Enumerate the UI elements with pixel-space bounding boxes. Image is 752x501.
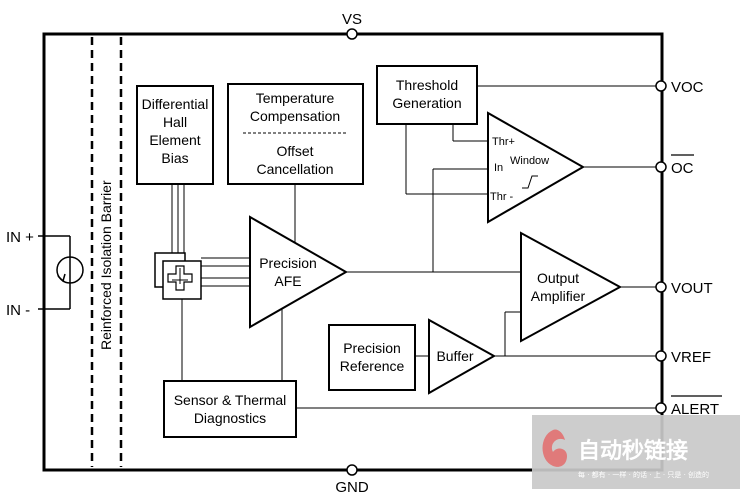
diagnostics-block	[163, 380, 297, 438]
temp-comp-line1: Temperature	[256, 90, 335, 106]
threshold-gen-block	[376, 65, 478, 125]
pin-oc-terminal	[655, 161, 667, 173]
diagnostics-line1: Sensor & Thermal	[174, 392, 287, 408]
pin-vs: VS	[342, 11, 362, 40]
input-conductor	[38, 235, 84, 310]
hall-bias-line2: Hall	[163, 114, 187, 130]
offset-cancel-line1: Offset	[276, 143, 313, 159]
pin-oc-label: OC	[671, 160, 694, 177]
pin-alert-terminal	[655, 402, 667, 414]
pin-in-plus-label: IN +	[6, 229, 34, 246]
pin-gnd-terminal	[346, 464, 358, 476]
pin-voc-terminal	[655, 80, 667, 92]
temp-comp-block	[227, 83, 364, 185]
pin-gnd-label: GND	[335, 479, 369, 496]
comparator-in: In	[494, 162, 503, 174]
hall-bias-line4: Bias	[161, 150, 188, 166]
pin-vs-terminal	[346, 28, 358, 40]
watermark-subtitle: 每 · 都有 · 一样 · 的话 · 上 · 只是 · 创造的	[578, 470, 709, 479]
pin-alert-label: ALERT	[671, 401, 719, 418]
signal-wiring	[171, 85, 656, 409]
barrier-label: Reinforced Isolation Barrier	[98, 180, 114, 350]
watermark-title: 自动秒链接	[578, 438, 688, 464]
comparator-thr-minus: Thr -	[490, 191, 514, 203]
current-loop-icon	[56, 256, 84, 284]
hall-bias-block	[136, 85, 214, 185]
pin-vout-label: VOUT	[671, 280, 713, 297]
threshold-gen-line1: Threshold	[396, 77, 458, 93]
pin-oc: OC	[655, 154, 694, 177]
precision-afe	[249, 215, 349, 329]
offset-cancel-line2: Cancellation	[256, 161, 333, 177]
hall-sensor-element	[154, 252, 202, 300]
pin-vout: VOUT	[655, 280, 713, 297]
hysteresis-icon	[522, 175, 538, 189]
pin-voc-label: VOC	[671, 79, 704, 96]
isolation-barrier: Reinforced Isolation Barrier	[90, 37, 123, 467]
precision-ref-block	[328, 324, 416, 391]
pin-alert: ALERT	[655, 395, 722, 418]
threshold-gen-line2: Generation	[392, 95, 461, 111]
pin-vref-terminal	[655, 350, 667, 362]
precision-ref-line2: Reference	[340, 358, 405, 374]
output-amp-line2: Amplifier	[531, 288, 586, 304]
hall-bias-line1: Differential	[142, 96, 209, 112]
watermark: 自动秒链接 每 · 都有 · 一样 · 的话 · 上 · 只是 · 创造的	[532, 415, 740, 489]
diagnostics-line2: Diagnostics	[194, 410, 266, 426]
afe-line2: AFE	[274, 273, 301, 289]
buffer-label: Buffer	[436, 348, 473, 364]
pin-in-minus-label: IN -	[6, 302, 30, 319]
afe-line1: Precision	[259, 255, 317, 271]
temp-comp-line2: Compensation	[250, 108, 340, 124]
pin-gnd: GND	[335, 464, 369, 496]
hall-bias-line3: Element	[149, 132, 200, 148]
comparator-thr-plus: Thr+	[492, 136, 515, 148]
pin-voc: VOC	[655, 79, 704, 96]
window-comparator	[487, 111, 586, 224]
pin-vs-label: VS	[342, 11, 362, 28]
watermark-logo-icon	[542, 429, 567, 467]
pin-vref: VREF	[655, 349, 711, 366]
pin-vref-label: VREF	[671, 349, 711, 366]
comparator-label: Window	[510, 155, 549, 167]
watermark-background	[532, 415, 740, 489]
output-amp-line1: Output	[537, 270, 579, 286]
output-amplifier	[520, 231, 623, 343]
pin-vout-terminal	[655, 281, 667, 293]
precision-ref-line1: Precision	[343, 340, 401, 356]
